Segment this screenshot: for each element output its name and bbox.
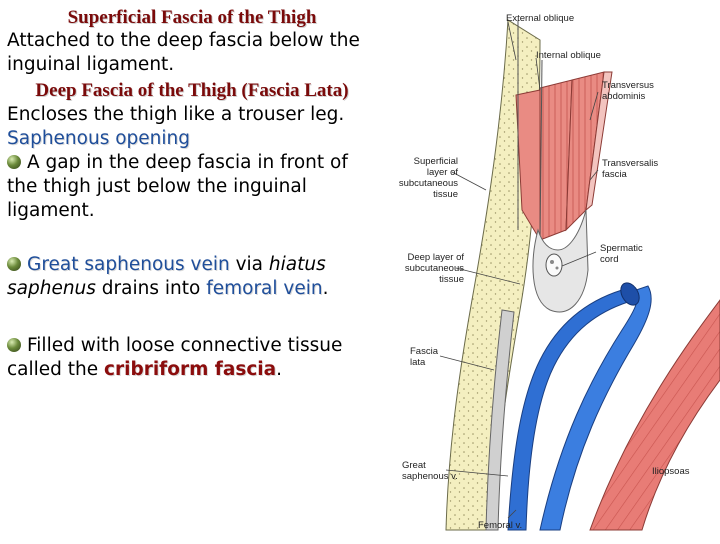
femoral-vein — [539, 285, 652, 531]
iliopsoas-muscle — [589, 299, 720, 531]
label-transversalis-fascia: Transversalis fascia — [602, 158, 659, 180]
leader-lines — [439, 21, 599, 519]
label-great-saphenous-vein: Great saphenous v. — [402, 460, 458, 482]
label-superficial-layer: Superficial layer of subcutaneous tissue — [398, 156, 458, 200]
bullet-icon — [7, 257, 21, 271]
sentence-end: . — [322, 278, 329, 299]
bullet-icon — [7, 338, 21, 352]
label-femoral-vein: Femoral v. — [478, 520, 523, 531]
anatomy-diagram: External oblique Internal oblique Transv… — [390, 0, 720, 540]
label-deep-layer: Deep layer of subcutaneous tissue — [404, 252, 464, 285]
text-via: via — [229, 254, 269, 275]
transversalis-fascia — [585, 71, 613, 212]
bullet-icon — [7, 155, 21, 169]
term-hiatus-saphenus: hiatus saphenus — [7, 254, 326, 299]
text-drains-into: drains into — [95, 278, 207, 299]
term-femoral-vein: femoral vein — [206, 278, 323, 299]
label-internal-oblique: Internal oblique — [536, 50, 601, 61]
anatomy-illustration — [439, 19, 720, 531]
bullet-cribriform-text: Filled with loose connective tissue call… — [7, 335, 343, 380]
label-iliopsoas: Iliopsoas — [652, 466, 690, 477]
term-cribriform-fascia: cribriform fascia — [104, 359, 277, 380]
label-transversus-abdominis: Transversus abdominis — [602, 80, 654, 102]
vein-opening — [620, 282, 640, 306]
paragraph-superficial-fascia: Attached to the deep fascia below the in… — [7, 30, 360, 75]
sentence-end: . — [276, 359, 283, 380]
bullet-saphenous-gap: A gap in the deep fascia in front of the… — [7, 151, 377, 223]
bullet-saphenous-gap-text: A gap in the deep fascia in front of the… — [7, 152, 348, 221]
label-fascia-lata: Fascia lata — [410, 346, 438, 368]
term-great-saphenous-vein: Great saphenous vein — [27, 254, 230, 275]
bullet-great-saphenous-vein: Great saphenous vein via hiatus saphenus… — [7, 253, 377, 301]
label-spermatic-cord: Spermatic cord — [600, 243, 643, 265]
heading-superficial-fascia: Superficial Fascia of the Thigh — [67, 7, 317, 28]
fascia-lata — [485, 309, 515, 531]
label-external-oblique: External oblique — [506, 13, 575, 24]
fascia-line-internal — [539, 59, 543, 241]
subheading-saphenous-opening: Saphenous opening — [7, 128, 190, 149]
paragraph-deep-fascia: Encloses the thigh like a trouser leg. — [7, 104, 345, 125]
bullet-cribriform: Filled with loose connective tissue call… — [7, 334, 377, 382]
text-column: Superficial Fascia of the Thigh Attached… — [7, 6, 377, 382]
spermatic-cord — [545, 253, 563, 277]
heading-deep-fascia: Deep Fascia of the Thigh (Fascia Lata) — [35, 80, 349, 101]
